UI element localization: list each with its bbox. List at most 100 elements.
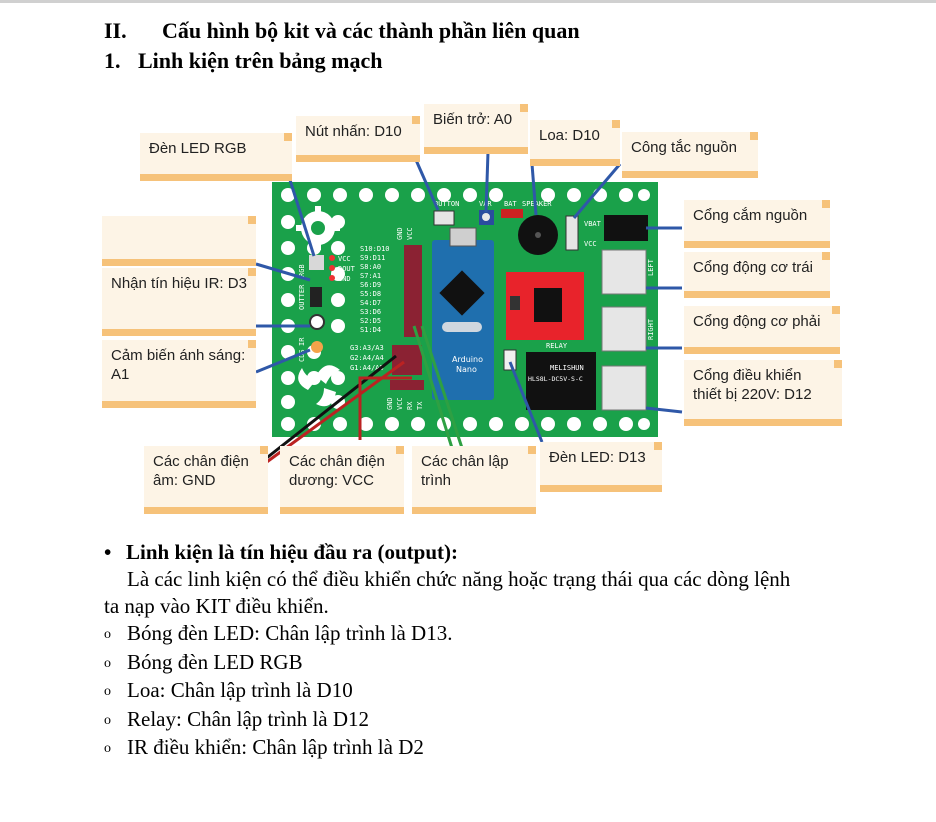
board-illustration: RGB VCC DOUT GND OUTTER IR CDS S10:D10 S… (255, 151, 683, 466)
button-text: BUTTON (434, 200, 459, 208)
section-title: Cấu hình bộ kit và các thành phần liên q… (162, 18, 580, 43)
pin-header-bottom (390, 380, 424, 390)
mounting-holes (281, 188, 650, 431)
callout-button: Nút nhấn: D10 (296, 116, 420, 162)
rgb-pin-vcc: VCC (338, 255, 351, 263)
led-d13-part (503, 349, 517, 371)
header-vcc-bottom: VCC (396, 397, 404, 410)
bat-header (501, 209, 523, 218)
nano-text: Nano (456, 365, 477, 374)
section-number: II. (104, 18, 127, 43)
analog-pin-label: G1:A4/A5 (350, 364, 384, 372)
callout-power-jack: Cổng cắm nguồn (684, 200, 830, 248)
driver-component (510, 296, 520, 310)
ldr-sensor (311, 341, 323, 353)
header-vcc-top: VCC (406, 227, 414, 240)
leader-lines (255, 151, 683, 443)
pin-label: S4:D7 (360, 299, 381, 307)
ir-led (309, 314, 325, 330)
right-text: RIGHT (647, 318, 655, 340)
rgb-pin-dout: DOUT (338, 265, 356, 273)
relay (526, 352, 596, 410)
pin-label-column: S10:D10 S9:D11 S8:A0 S7:A1 S6:D9 S5:D8 S… (350, 245, 390, 372)
bat-text: BAT (504, 200, 517, 208)
arduino-text: Arduino (452, 355, 483, 364)
push-button (433, 210, 455, 226)
analog-pin-label: G3:A3/A3 (350, 344, 384, 352)
pot-knob (482, 213, 490, 221)
pin-header-analog (392, 345, 422, 375)
output-heading: • Linh kiện là tín hiệu đầu ra (output): (104, 540, 458, 565)
motor-right-port (601, 306, 647, 352)
vcc-text: VCC (584, 240, 597, 248)
callout-relay-port: Cổng điều khiển thiết bị 220V: D12 (684, 360, 842, 426)
outter-text: OUTTER (298, 284, 306, 310)
callout-vcc: Các chân điện dương: VCC (280, 446, 404, 514)
output-paragraph-line2: ta nạp vào KIT điều khiển. (104, 594, 329, 618)
subsection-number: 1. (104, 48, 121, 73)
arduino-nano (432, 240, 494, 400)
board-diagram: RGB VCC DOUT GND OUTTER IR CDS S10:D10 S… (96, 100, 848, 525)
rgb-text: RGB (298, 264, 306, 277)
pin-label: S5:D8 (360, 290, 381, 298)
list-marker: o (104, 741, 111, 756)
relay-brand: MELISHUN (550, 364, 584, 372)
nano-crystal (442, 322, 482, 332)
header-rx: RX (406, 401, 414, 410)
page-top-border (0, 0, 936, 3)
pin-label: S8:A0 (360, 263, 381, 271)
callout-ir: Nhận tín hiệu IR: D3 (102, 268, 256, 336)
analog-pin-label: G2:A4/A4 (350, 354, 384, 362)
bullet-marker: • (104, 540, 112, 564)
list-marker: o (104, 712, 111, 728)
output-paragraph-line1: Là các linh kiện có thể điều khiển chức … (127, 567, 791, 591)
vbat-text: VBAT (584, 220, 602, 228)
callout-prog-pins: Các chân lập trình (412, 446, 536, 514)
relay-text: RELAY (546, 342, 568, 350)
ir-text: IR (298, 337, 306, 346)
cds-text: CDS (298, 349, 306, 362)
relay-model: HLS8L-DC5V-S-C (528, 375, 583, 383)
pin-label: S1:D4 (360, 326, 381, 334)
rgb-led-part (309, 255, 324, 270)
list-marker: o (104, 655, 111, 671)
pin-label: S6:D9 (360, 281, 381, 289)
left-text: LEFT (647, 258, 655, 276)
pin-label: S3:D6 (360, 308, 381, 316)
callout-empty (102, 216, 256, 266)
callout-led-d13: Đèn LED: D13 (540, 442, 662, 492)
pin-label: S7:A1 (360, 272, 381, 280)
list-marker: o (104, 627, 111, 642)
pin-label: S10:D10 (360, 245, 390, 253)
pin-header-right (404, 245, 422, 337)
subsection-title: Linh kiện trên bảng mạch (138, 48, 383, 73)
list-marker: o (104, 684, 111, 699)
rgb-pin-gnd: GND (338, 275, 351, 283)
driver-chip (534, 288, 562, 322)
callout-motor-right: Cổng động cơ phải (684, 306, 840, 354)
dc-jack (604, 215, 648, 241)
pin-label: S9:D11 (360, 254, 385, 262)
usb-port (449, 227, 477, 247)
speaker-text: SPEAKER (522, 200, 552, 208)
pin-label: S2:D5 (360, 317, 381, 325)
callout-light-sensor: Cảm biến ánh sáng: A1 (102, 340, 256, 408)
callout-led-rgb: Đèn LED RGB (140, 133, 292, 181)
section-heading: II. Cấu hình bộ kit và các thành phần liê… (104, 18, 580, 44)
callout-speaker: Loa: D10 (530, 120, 620, 166)
callout-power-switch: Công tắc nguồn (622, 132, 758, 178)
gear-logo (296, 206, 340, 250)
output-heading-text: Linh kiện là tín hiệu đầu ra (output): (126, 540, 459, 564)
ir-receiver (310, 287, 322, 307)
header-tx: TX (416, 401, 424, 410)
callout-gnd: Các chân điện âm: GND (144, 446, 268, 514)
callout-motor-left: Cổng động cơ trái (684, 252, 830, 298)
relay-port (601, 365, 647, 411)
subsection-heading: 1. Linh kiện trên bảng mạch (104, 48, 383, 74)
